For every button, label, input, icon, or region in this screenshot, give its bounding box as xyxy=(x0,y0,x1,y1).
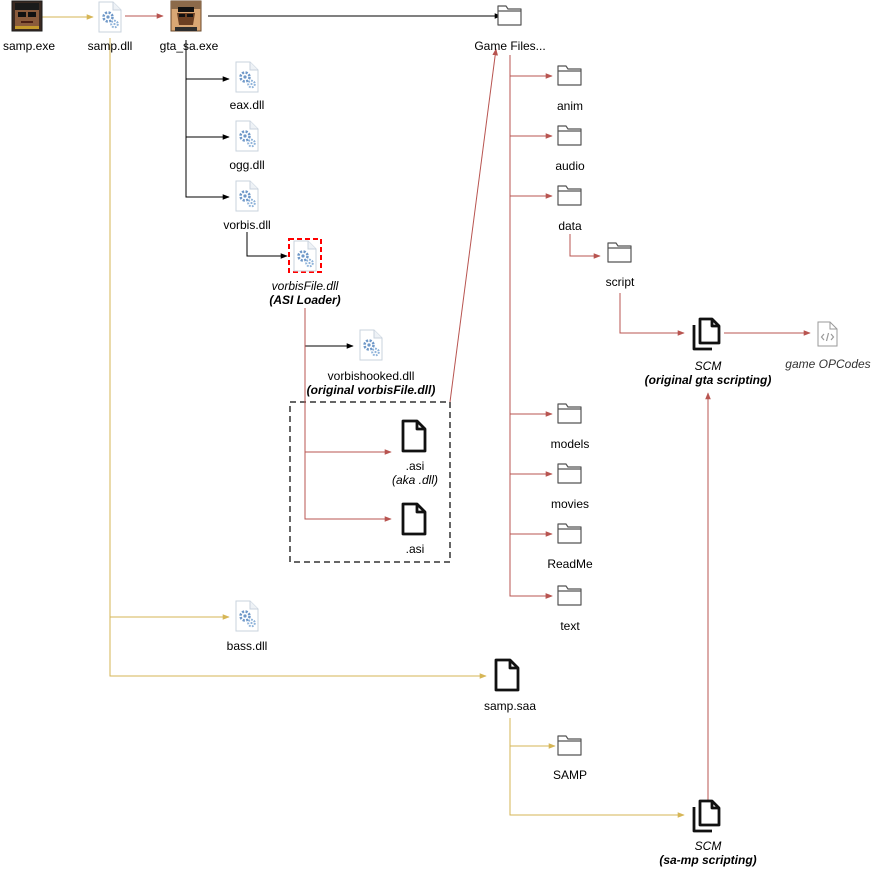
multiple-files-icon xyxy=(692,317,721,351)
original-vorbisfile-label: (original vorbisFile.dll) xyxy=(306,383,436,397)
ogg-dll-label: ogg.dll xyxy=(229,158,265,172)
movies-label: movies xyxy=(550,497,590,511)
readme-label: ReadMe xyxy=(547,557,593,571)
vorbisfile-dll-label: vorbisFile.dll xyxy=(271,279,339,293)
edge-data-to-script xyxy=(569,234,601,259)
edge-vorbis-to-vorbisfile xyxy=(246,232,288,259)
folder-icon xyxy=(557,523,582,544)
edge-gta-to-ogg-dll xyxy=(185,79,230,140)
scm-2-sub-label: (sa-mp scripting) xyxy=(659,853,757,867)
samp-exe-app-icon xyxy=(11,0,43,32)
folder-icon xyxy=(557,735,582,756)
file-icon xyxy=(494,658,520,692)
folder-icon xyxy=(557,65,582,86)
dll-settings-icon xyxy=(234,179,260,213)
gta-sa-app-icon xyxy=(170,0,202,32)
edge-samp-saa-to-scm-2 xyxy=(509,746,685,818)
asi-loader-label: (ASI Loader) xyxy=(269,293,341,307)
folder-icon xyxy=(557,463,582,484)
file-icon xyxy=(401,502,427,536)
folder-icon xyxy=(557,585,582,606)
folder-icon xyxy=(497,5,522,26)
models-label: models xyxy=(550,437,590,451)
asi-aka-label: (aka .dll) xyxy=(391,473,439,487)
scm-1-label: SCM xyxy=(694,359,722,373)
dll-settings-icon xyxy=(97,0,123,34)
scm-2-label: SCM xyxy=(694,839,722,853)
highlight-box xyxy=(288,238,322,273)
edge-vorbisfile-to-asi-2 xyxy=(304,308,392,522)
samp-exe-label: samp.exe xyxy=(2,39,56,53)
scm-1-sub-label: (original gta scripting) xyxy=(644,373,772,387)
folder-icon xyxy=(557,185,582,206)
samp-dll-label: samp.dll xyxy=(87,39,133,53)
eax-dll-label: eax.dll xyxy=(229,98,265,112)
file-icon xyxy=(401,419,427,453)
folder-icon xyxy=(557,125,582,146)
multiple-files-icon xyxy=(692,799,721,833)
folder-icon xyxy=(607,242,632,263)
game-opcodes-label: game OPCodes xyxy=(785,357,871,371)
text-label: text xyxy=(560,619,580,633)
bass-dll-label: bass.dll xyxy=(226,639,268,653)
samp-saa-label: samp.saa xyxy=(483,699,537,713)
edge-group-to-game-files xyxy=(449,48,498,403)
anim-label: anim xyxy=(556,99,584,113)
script-label: script xyxy=(605,275,635,289)
dll-settings-icon xyxy=(234,599,260,633)
code-file-icon xyxy=(817,321,838,347)
samp-folder-label: SAMP xyxy=(552,768,588,782)
edge-script-to-scm-1 xyxy=(619,293,685,336)
dll-settings-icon xyxy=(358,328,384,362)
edge-samp-saa-to-samp-folder xyxy=(509,718,556,749)
edge-gta-to-vorbis-dll xyxy=(185,137,230,200)
edge-game-files-trunk xyxy=(509,55,552,597)
game-files-label: Game Files... xyxy=(474,39,546,53)
asi-2-label: .asi xyxy=(405,542,425,556)
vorbishooked-dll-label: vorbishooked.dll xyxy=(327,369,415,383)
asi-1-label: .asi xyxy=(405,459,425,473)
data-label: data xyxy=(558,219,582,233)
gta-sa-exe-label: gta_sa.exe xyxy=(159,39,219,53)
edge-samp-dll-to-samp-saa xyxy=(109,38,487,679)
folder-icon xyxy=(557,403,582,424)
dll-settings-icon xyxy=(234,119,260,153)
dll-settings-icon xyxy=(234,60,260,94)
vorbis-dll-label: vorbis.dll xyxy=(223,218,271,232)
audio-label: audio xyxy=(555,159,585,173)
asi-group-box xyxy=(289,401,451,563)
dll-settings-icon xyxy=(292,239,318,273)
